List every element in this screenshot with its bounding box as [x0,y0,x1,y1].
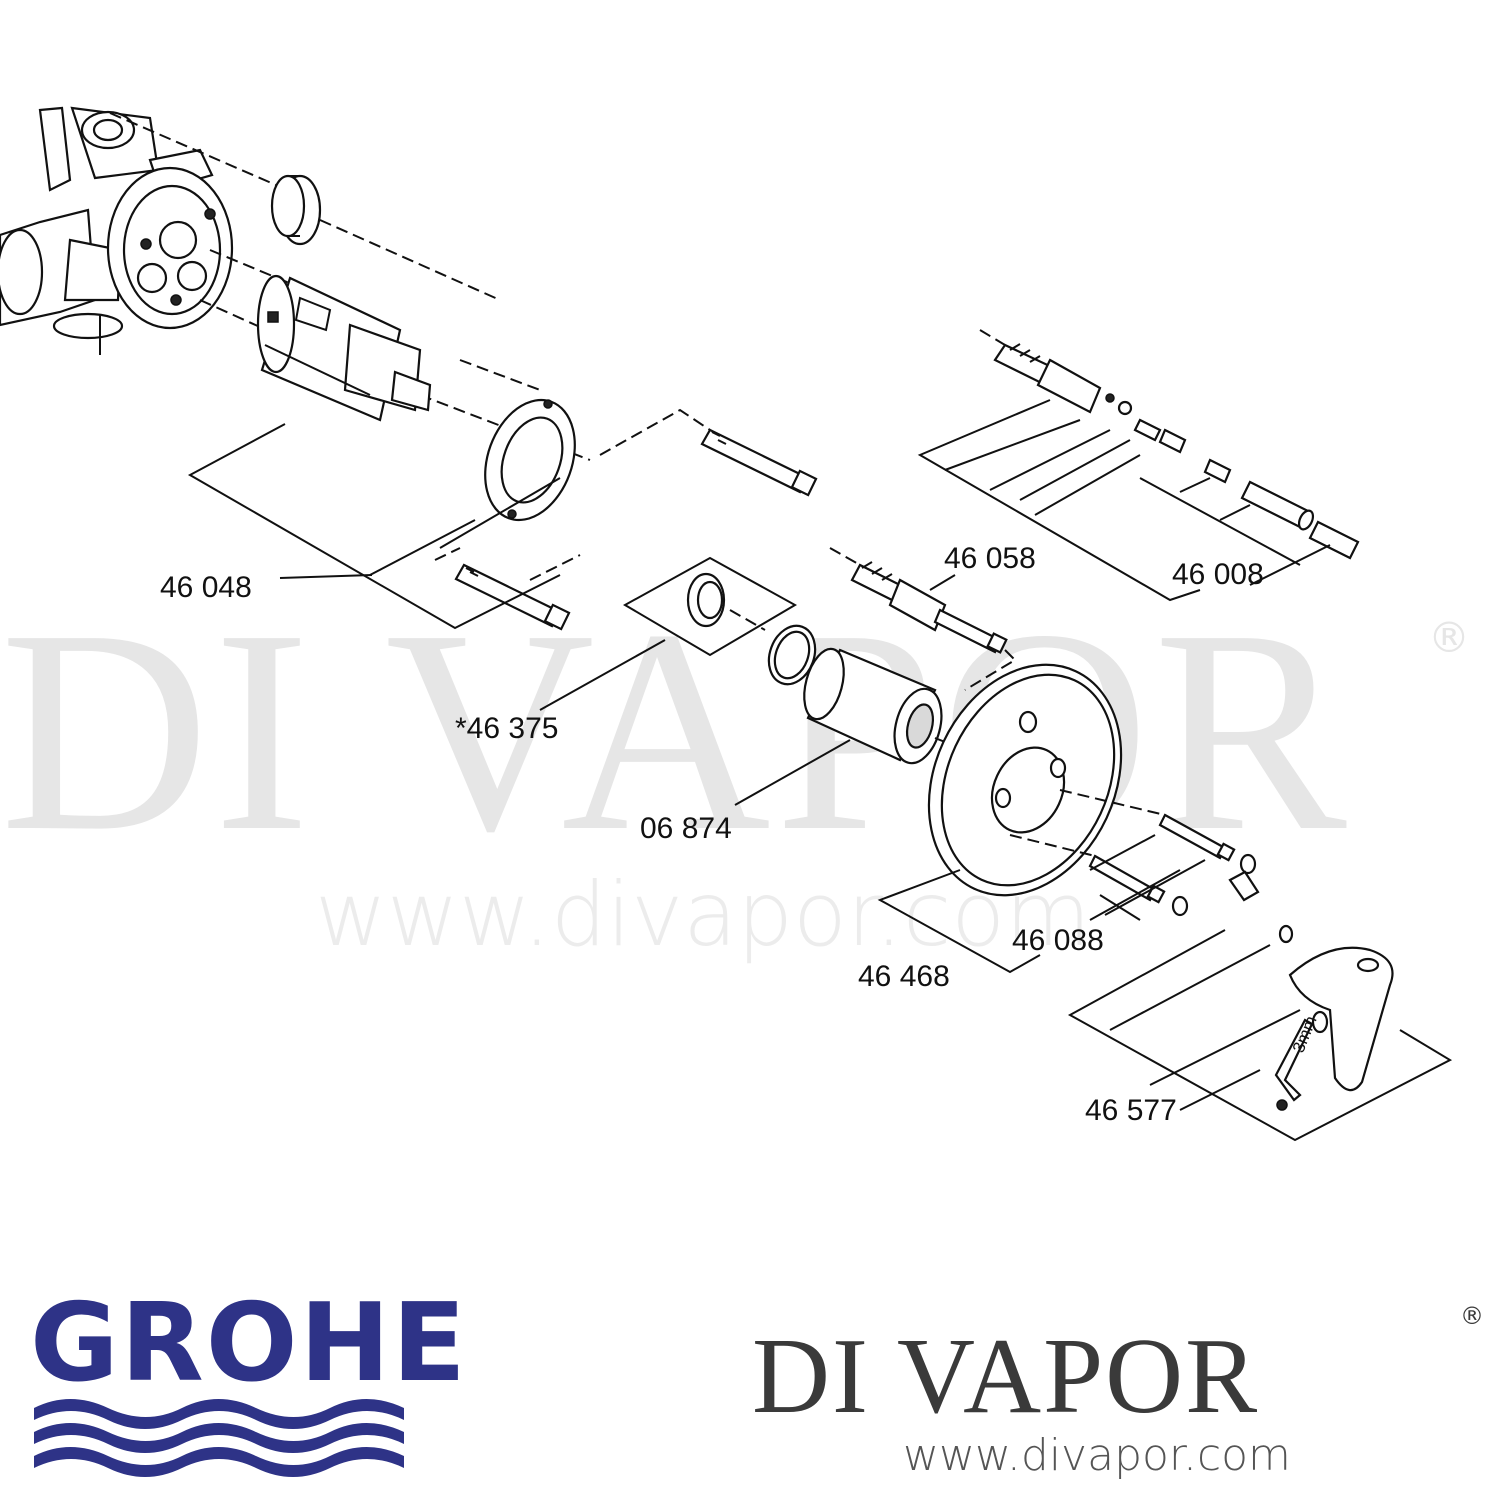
group-outline-46058 [917,399,1201,602]
grub-screw [1276,1099,1288,1111]
group-outline-46577 [1179,1069,1261,1111]
group-outline-46058 [989,429,1111,491]
part-label-46008[interactable]: 46 008 [1172,558,1264,591]
group-outline-46088 [1104,859,1206,916]
watermark-registered: ® [1428,613,1470,662]
group-outline-46088 [1099,894,1141,921]
divapor-registered: ® [1460,1302,1484,1330]
group-outline-46088 [1089,834,1156,871]
axis-line [599,408,711,456]
grohe-logo: GROHE [30,1281,468,1477]
axis-line [459,359,541,391]
axis-line [1009,834,1096,857]
axis-line [979,329,1006,346]
diverter-46375 [622,556,798,657]
group-outline-46008 [1249,544,1331,586]
spindle-upper [993,343,1187,454]
group-outline-46058 [1019,439,1131,501]
allen-key: 3mm [1274,1013,1321,1102]
group-outline-46048 [187,423,561,630]
wave-icon [34,1447,404,1477]
group-outline-46048 [369,519,476,576]
axis-line [319,219,501,301]
long-screw-lower [454,563,571,631]
escutcheon-plate [927,663,1123,897]
leader-06874 [734,739,851,806]
group-outline-46008 [1179,477,1211,493]
group-outline-46008 [1219,504,1251,521]
leader-46048 [279,574,373,579]
divapor-wordmark: DI VAPOR [752,1317,1259,1436]
watermark-text: DI VAPOR [0,570,1351,891]
plate-screws [1088,813,1257,917]
axis-line [829,547,861,566]
axis-line [109,112,277,186]
spindle-parts-46008 [1203,458,1360,560]
valve-body [0,106,234,355]
leader-46058 [929,574,956,591]
wave-icon [34,1423,404,1453]
tool-size-label: 3mm [1289,1013,1321,1055]
part-label-46058[interactable]: 46 058 [944,542,1036,575]
group-outline-46058 [1034,454,1141,516]
part-label-46468[interactable]: 46 468 [858,960,950,993]
long-screw-upper [700,428,818,497]
part-label-46577[interactable]: 46 577 [1085,1094,1177,1127]
grohe-wordmark: GROHE [30,1281,468,1406]
watermark: DI VAPOR ® www.divapor.com [0,570,1470,966]
cartridge [256,274,432,422]
lever-handle [1228,870,1394,1092]
divapor-url[interactable]: www.divapor.com [903,1430,1291,1481]
axis-line [434,547,461,561]
part-label-06874[interactable]: 06 874 [640,812,732,845]
plug-cap [270,174,322,246]
group-outline-46088 [1089,869,1181,921]
group-outline-46577 [1067,929,1453,1142]
spindle-middle [850,561,1008,654]
leader-46375 [539,639,666,711]
o-ring-inner [773,630,811,680]
part-labels: 46 048 46 058 46 008 *46 375 06 874 46 0… [160,542,1264,1127]
group-outline-46468 [877,869,1041,974]
part-label-46048[interactable]: 46 048 [160,571,252,604]
part-label-46375[interactable]: *46 375 [455,712,558,745]
part-label-46088[interactable]: 46 088 [1012,924,1104,957]
sleeve-06874 [803,647,943,765]
divapor-logo: DI VAPOR ® www.divapor.com [752,1302,1484,1481]
adapter-ring [484,398,576,522]
wave-icon [34,1399,404,1429]
group-outline-46048 [439,477,561,549]
axis-line [964,649,1017,691]
group-outline-46008 [1139,477,1301,566]
axis-line [529,554,581,581]
group-outline-46058 [944,419,1081,471]
group-outline-46577 [1149,1009,1301,1086]
group-outline-46577 [1109,944,1271,1031]
